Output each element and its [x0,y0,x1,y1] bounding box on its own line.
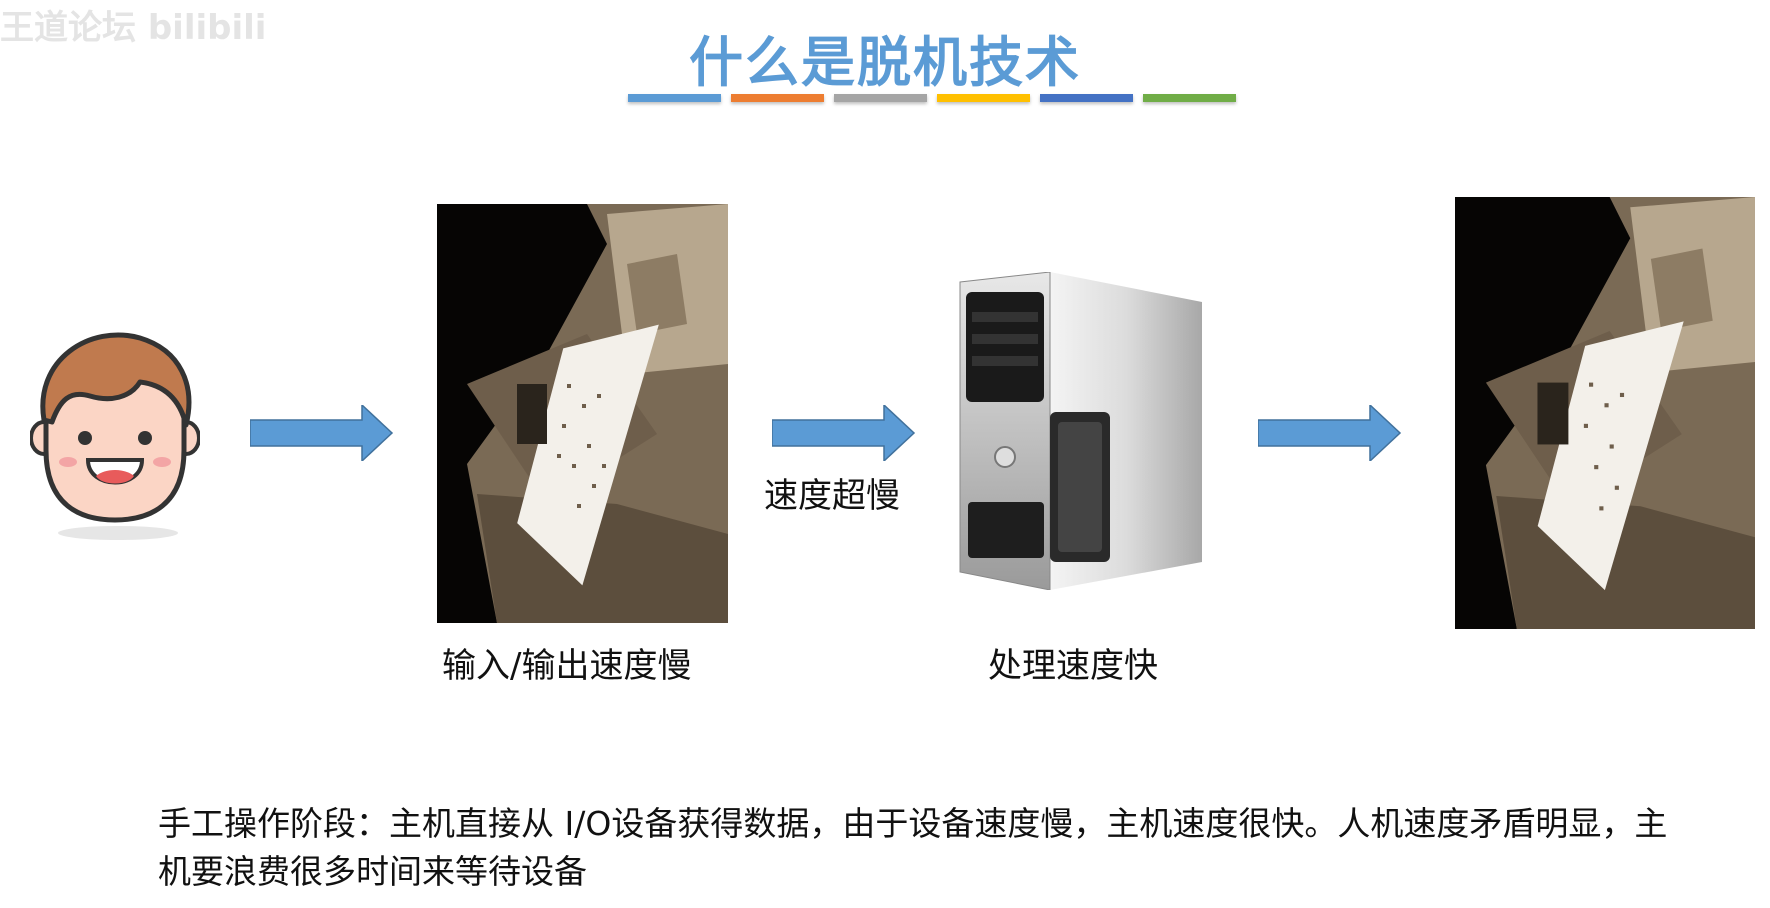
underline-bar-gray [834,94,927,102]
caption-super-slow: 速度超慢 [764,476,900,516]
arrow-right-icon [1257,403,1403,465]
underline-bar-blue [628,94,721,102]
underline-bar-green [1143,94,1236,102]
underline-bar-orange [731,94,824,102]
watermark: 王道论坛 bilibili [0,8,267,48]
card-reader-photo [1455,197,1755,629]
page-title: 什么是脱机技术 [689,31,1081,94]
computer-tower-icon [950,271,1202,594]
description-text: 手工操作阶段：主机直接从 I/O设备获得数据，由于设备速度慢，主机速度很快。人机… [158,804,1668,891]
arrow-right-icon [771,403,917,465]
caption-fast-processing: 处理速度快 [988,646,1158,686]
underline-bar-yellow [937,94,1030,102]
person-face-icon [29,330,201,549]
card-reader-photo [437,204,728,623]
caption-io-slow: 输入/输出速度慢 [442,646,692,686]
arrow-right-icon [249,403,395,465]
underline-bar-darkblue [1040,94,1133,102]
